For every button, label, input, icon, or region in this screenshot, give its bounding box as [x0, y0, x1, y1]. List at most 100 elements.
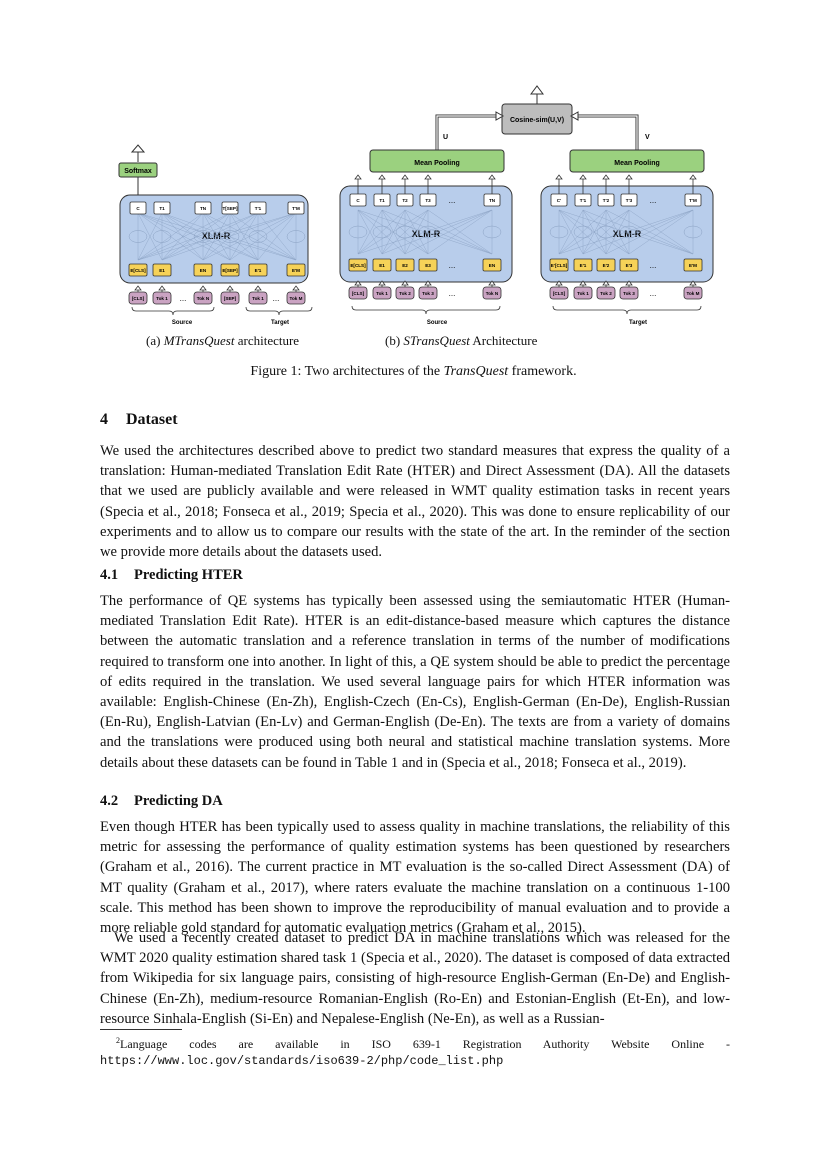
- attention-line: [427, 209, 493, 255]
- input-token-label: Tok 2: [399, 291, 411, 296]
- arrow-head: [354, 280, 362, 286]
- arrow-head: [378, 174, 386, 180]
- target-label: Target: [629, 320, 647, 326]
- output-token-label: T'M: [292, 206, 300, 211]
- hidden-node: [348, 225, 368, 239]
- embedding-token-box: [348, 258, 368, 272]
- embedding-token-label: E'1: [580, 263, 587, 268]
- hidden-node: [128, 230, 148, 243]
- hidden-node: [596, 225, 616, 239]
- output-token-label: T3: [425, 198, 431, 203]
- input-token-label: [CLS]: [553, 291, 566, 296]
- output-token-label: C': [557, 198, 561, 203]
- attention-lines: [128, 212, 306, 261]
- arrow-head: [488, 280, 496, 286]
- input-token-label: Tok 1: [252, 296, 264, 301]
- hidden-node: [683, 225, 703, 239]
- attention-line: [582, 209, 630, 255]
- embedding-token-label: E'M: [689, 263, 697, 268]
- attention-line: [381, 209, 429, 255]
- embedding-token-box: [596, 258, 616, 272]
- target-brace: [245, 306, 313, 316]
- output-token-label: T'1: [580, 198, 587, 203]
- footnote-rule: [100, 1029, 182, 1030]
- hidden-node: [372, 225, 392, 239]
- mean-pooling-label-right: Mean Pooling: [614, 160, 660, 167]
- output-token-label: T2: [402, 198, 408, 203]
- embedding-token-box: [152, 263, 172, 277]
- attention-line: [558, 209, 607, 255]
- embedding-token-label: E[CLS]: [130, 268, 146, 273]
- attention-line: [404, 209, 429, 255]
- input-token-label: Tok N: [197, 296, 210, 301]
- embedding-token-ellipsis: ...: [449, 261, 456, 270]
- softmax-label: Softmax: [124, 168, 152, 175]
- subcaption-a: (a) MTransQuest architecture: [146, 333, 300, 348]
- input-token-label: Tok 1: [577, 291, 589, 296]
- attention-line: [137, 212, 297, 261]
- u-label: U: [443, 134, 448, 141]
- output-token-ellipsis: ...: [449, 196, 456, 205]
- source-label: Source: [172, 320, 193, 326]
- attention-line: [229, 212, 259, 261]
- input-token-label: Tok 2: [600, 291, 612, 296]
- output-token-box: [153, 201, 171, 215]
- source-label: Source: [427, 320, 448, 326]
- output-token-box: [129, 201, 147, 215]
- embedding-token-label: E'M: [292, 268, 300, 273]
- mean-pooling-box-right: [569, 149, 705, 173]
- input-token-ellipsis: ...: [449, 289, 456, 298]
- footnote: 2Language codes are available in ISO 639…: [100, 1036, 730, 1068]
- arrow-head: [424, 280, 432, 286]
- mean-pooling-label-left: Mean Pooling: [414, 160, 460, 167]
- up-arrow: [130, 144, 146, 162]
- embedding-token-label: EN: [489, 263, 496, 268]
- output-token-label: T'M: [689, 198, 697, 203]
- hidden-node: [482, 225, 502, 239]
- cosine-label: Cosine-sim(U,V): [510, 117, 564, 124]
- embedding-token-label: E[CLS]: [350, 263, 366, 268]
- output-token-label: C: [136, 206, 140, 211]
- source-brace: [351, 305, 501, 315]
- embedding-token-label: E1: [379, 263, 385, 268]
- embedding-token-label: E2: [402, 263, 408, 268]
- attention-line: [404, 209, 493, 255]
- embedding-token-box: [193, 263, 213, 277]
- paragraph-da-1: Even though HTER has been typically used…: [100, 819, 730, 937]
- attention-line: [558, 209, 630, 255]
- input-token-ellipsis: ...: [650, 289, 657, 298]
- attention-line: [229, 212, 297, 261]
- attention-line: [357, 209, 493, 255]
- paragraph-intro: We used the architectures described abov…: [100, 443, 730, 561]
- stransquest-diagram: Cosine-sim(U,V) U V Mean Pooling XLM-R C…: [339, 85, 714, 326]
- input-token-label: Tok N: [486, 291, 499, 296]
- arrow-head: [689, 280, 697, 286]
- output-token-box: [221, 201, 239, 215]
- embedding-token-box: [418, 258, 438, 272]
- output-token-label: TN: [489, 198, 496, 203]
- embedding-token-box: [482, 258, 502, 272]
- attention-line: [628, 209, 694, 255]
- source-brace: [131, 306, 215, 316]
- attention-line: [381, 209, 406, 255]
- hidden-node: [193, 230, 213, 243]
- attention-lines-right: [549, 209, 703, 255]
- xlmr-box-left: [339, 185, 513, 283]
- input-token-label: [SEP]: [224, 296, 237, 301]
- embedding-token-label: E'[CLS]: [551, 263, 568, 268]
- hidden-node: [395, 225, 415, 239]
- output-token-label: T1: [379, 198, 385, 203]
- subcaption-b: (b) STransQuest Architecture: [385, 333, 538, 348]
- footnote-url[interactable]: https://www.loc.gov/standards/iso639-2/p…: [100, 1054, 504, 1068]
- xlmr-label-right: XLM-R: [613, 229, 642, 239]
- attention-line: [558, 209, 694, 255]
- attention-line: [137, 212, 231, 261]
- input-token-label: Tok M: [290, 296, 303, 301]
- attention-line: [202, 212, 297, 261]
- input-token-label: Tok 1: [376, 291, 388, 296]
- arrow-head: [378, 280, 386, 286]
- v-label: V: [645, 134, 650, 141]
